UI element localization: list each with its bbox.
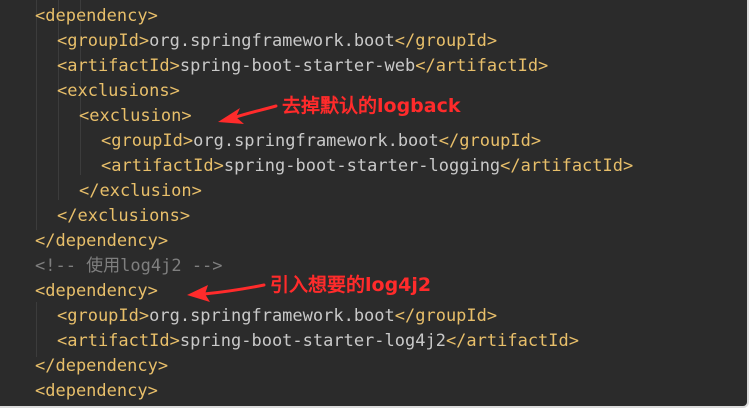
xml-tag: </groupId> — [394, 31, 498, 51]
xml-tag: <artifactId> — [57, 56, 180, 76]
code-line-15: </dependency> — [35, 354, 168, 379]
indent-guide — [80, 0, 81, 175]
xml-tag: <dependency> — [35, 6, 158, 26]
red-arrow-icon — [187, 283, 266, 302]
xml-comment: <!-- 使用log4j2 --> — [35, 256, 223, 276]
indent-guide — [36, 302, 37, 357]
code-line-11: <!-- 使用log4j2 --> — [35, 254, 223, 279]
xml-tag: <groupId> — [57, 306, 150, 326]
code-line-4: <exclusions> — [57, 79, 180, 104]
xml-tag: <artifactId> — [57, 331, 180, 351]
xml-tag: </artifactId> — [415, 56, 549, 76]
annotation-import-log4j2: 引入想要的log4j2 — [270, 274, 432, 296]
xml-text: spring-boot-starter-web — [179, 56, 416, 76]
xml-text: spring-boot-starter-logging — [223, 156, 501, 176]
xml-tag: <groupId> — [57, 31, 150, 51]
indent-guide — [58, 0, 59, 200]
xml-tag: <groupId> — [101, 131, 194, 151]
code-line-10: </dependency> — [35, 229, 168, 254]
code-line-14: <artifactId>spring-boot-starter-log4j2</… — [57, 329, 579, 354]
code-line-1: <dependency> — [35, 4, 158, 29]
xml-tag: </dependency> — [35, 231, 169, 251]
code-line-8: </exclusion> — [79, 179, 202, 204]
code-line-2: <groupId>org.springframework.boot</group… — [57, 29, 497, 54]
xml-tag: <exclusion> — [79, 106, 192, 126]
indent-guide — [36, 0, 37, 230]
xml-tag: </exclusions> — [57, 206, 191, 226]
xml-tag: </groupId> — [438, 131, 542, 151]
xml-tag: </exclusion> — [79, 181, 202, 201]
xml-tag: </groupId> — [394, 306, 498, 326]
code-line-13: <groupId>org.springframework.boot</group… — [57, 304, 497, 329]
code-line-9: </exclusions> — [57, 204, 190, 229]
code-line-7: <artifactId>spring-boot-starter-logging<… — [101, 154, 633, 179]
red-arrow-icon — [218, 104, 278, 124]
xml-tag: <exclusions> — [57, 81, 180, 101]
xml-text: org.springframework.boot — [149, 31, 395, 51]
code-line-5: <exclusion> — [79, 104, 192, 129]
xml-tag: <dependency> — [35, 381, 158, 401]
code-line-12: <dependency> — [35, 279, 158, 304]
code-line-3: <artifactId>spring-boot-starter-web</art… — [57, 54, 548, 79]
xml-tag: </dependency> — [35, 356, 169, 376]
xml-tag: </artifactId> — [500, 156, 634, 176]
xml-text: org.springframework.boot — [149, 306, 395, 326]
code-line-16: <dependency> — [35, 379, 158, 404]
xml-tag: </artifactId> — [445, 331, 579, 351]
xml-tag: <artifactId> — [101, 156, 224, 176]
xml-text: spring-boot-starter-log4j2 — [179, 331, 446, 351]
xml-text: org.springframework.boot — [193, 131, 439, 151]
code-line-6: <groupId>org.springframework.boot</group… — [101, 129, 541, 154]
annotation-remove-logback: 去掉默认的logback — [282, 95, 461, 117]
xml-tag: <dependency> — [35, 281, 158, 301]
